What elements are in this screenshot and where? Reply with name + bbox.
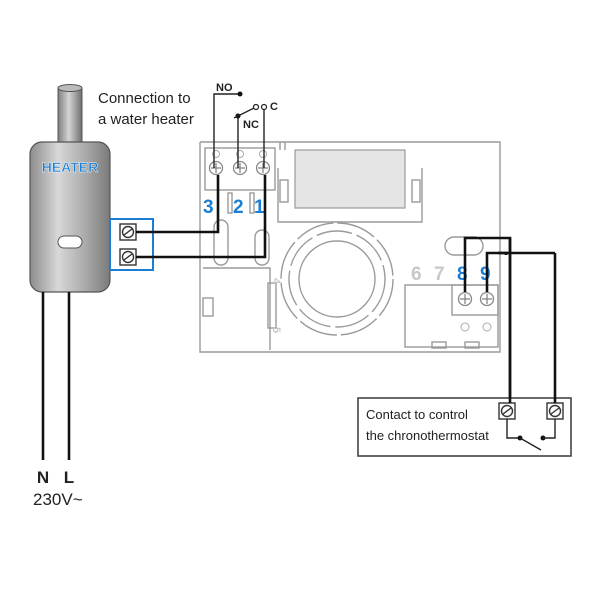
contact-label-line2: the chronothermostat [366,428,489,443]
relay-no-label: NO [216,82,233,94]
wire-terminal-1 [136,175,267,259]
terminal-9: 9 [480,264,491,285]
relay-c-label: C [270,101,278,113]
thermostat-board [199,141,501,353]
terminal-5: 5 [270,327,282,333]
heater-label: HEATER [42,159,99,175]
terminal-7: 7 [434,264,445,285]
connection-label-line1: Connection to [98,90,191,107]
terminal-8: 8 [457,264,468,285]
wire-terminal-3 [136,175,220,234]
terminal-6: 6 [411,264,422,285]
voltage-label: 230V~ [33,490,83,509]
terminal-4: 4 [270,278,282,285]
water-heater: HEATER [29,84,111,293]
terminal-1: 1 [254,197,265,218]
heater-pipe [57,87,83,144]
relay-nc-label: NC [243,119,259,131]
heater-terminal-block [109,218,154,271]
connection-label-line2: a water heater [98,111,194,128]
neutral-label: N [37,468,49,487]
chronothermostat-contact-box: Contact to control the chronothermostat [357,397,572,457]
terminal-2: 2 [233,197,244,218]
terminal-3: 3 [203,197,214,218]
heater-indicator [57,235,83,249]
live-label: L [64,468,74,487]
contact-label-line1: Contact to control [366,407,468,422]
